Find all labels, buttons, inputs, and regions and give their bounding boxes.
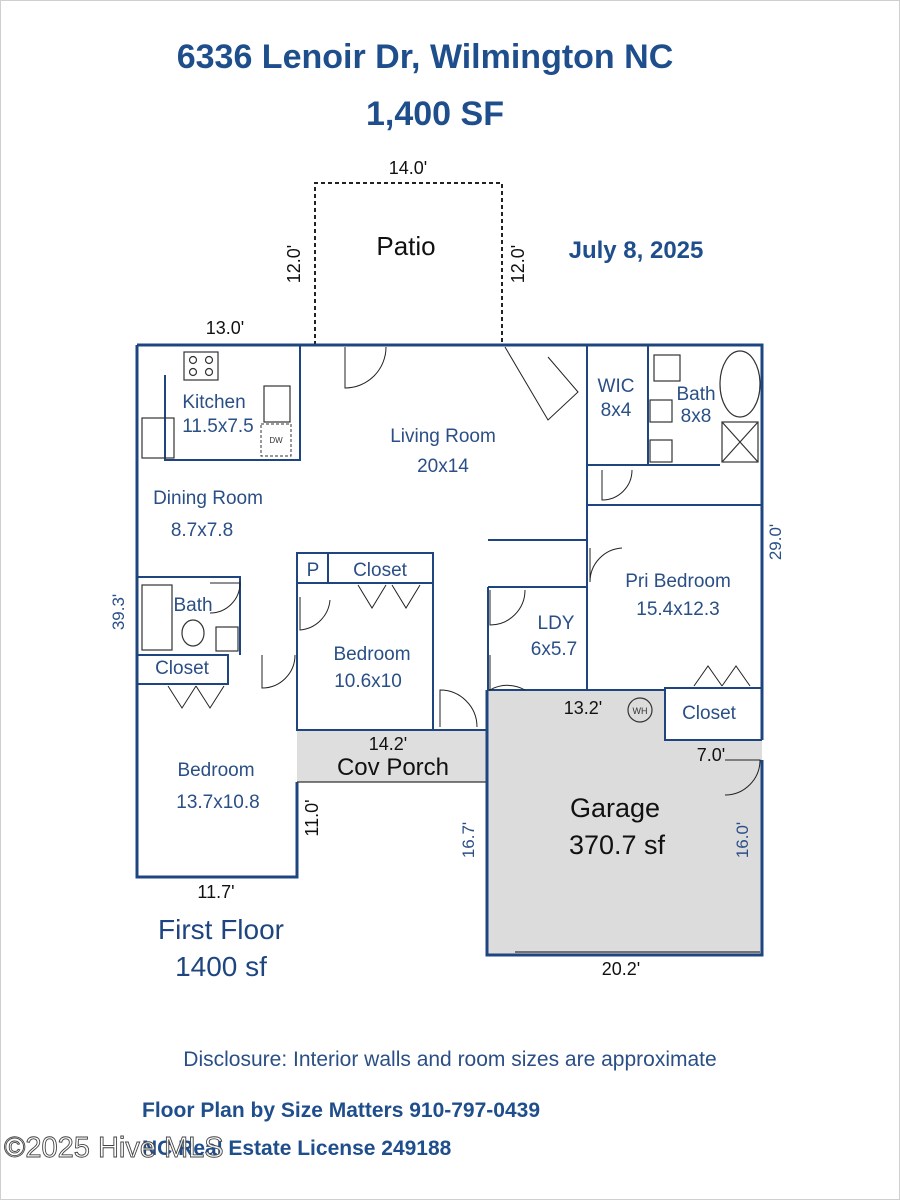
patio-outline: [314, 182, 503, 345]
pantry-label: P: [307, 560, 320, 581]
plan-address: 6336 Lenoir Dr, Wilmington NC: [177, 38, 674, 76]
sink-icon: [263, 385, 291, 423]
corner-fireplace: [504, 346, 579, 421]
pri-closet-wall: [664, 687, 762, 690]
burner-icon: [188, 355, 198, 365]
ldy-door: [489, 589, 526, 626]
dim-patio-width: 14.0': [389, 158, 427, 178]
porch-door: [439, 689, 478, 728]
disclosure-text: Disclosure: Interior walls and room size…: [183, 1048, 716, 1071]
water-heater-icon: [627, 697, 653, 723]
dining-room-label: Dining Room: [153, 488, 263, 509]
watermark-text: ©2025 Hive MLS: [4, 1132, 224, 1164]
plan-date: July 8, 2025: [569, 237, 704, 264]
garage-notch-wall: [487, 689, 762, 741]
closet-bifold-2: [167, 685, 225, 709]
pri-closet-bifold: [693, 665, 751, 687]
dim-garage-top: 13.2': [564, 698, 602, 718]
dim-garage-right: 16.0': [733, 822, 752, 858]
bedroom-closet-label: Closet: [155, 658, 210, 679]
bedroom-door: [299, 597, 331, 631]
bedroom-front-label: Bedroom: [177, 760, 254, 781]
water-heater-label: WH: [633, 706, 648, 716]
kitchen-label: Kitchen: [182, 392, 245, 413]
burner-icon: [188, 367, 198, 377]
vanity-icon: [215, 626, 239, 652]
garage-wall: [485, 690, 764, 957]
garage-door-ldy: [489, 655, 526, 691]
pri-bedroom-label: Pri Bedroom: [625, 571, 731, 592]
dim-top-left: 13.0': [206, 318, 244, 338]
wic-door: [601, 469, 633, 501]
dim-patio-right: 12.0': [508, 245, 528, 283]
wic-size: 8x4: [601, 400, 632, 421]
hall-bath-label: Bath: [173, 595, 212, 616]
toilet-icon: [653, 354, 681, 382]
bath-closet-walls: [137, 576, 241, 685]
exterior-wall-top-right: [137, 343, 764, 740]
toilet-icon: [181, 619, 205, 647]
pri-door: [589, 547, 623, 583]
garage-size: 370.7 sf: [569, 830, 666, 860]
pri-bedroom-size: 15.4x12.3: [636, 599, 719, 620]
bath-door-2: [209, 582, 241, 614]
dim-porch-width: 14.2': [369, 734, 407, 754]
laundry-label: LDY: [538, 613, 575, 634]
laundry-size: 6x5.7: [531, 639, 577, 660]
primary-bath-label: Bath: [676, 384, 715, 405]
garage-side-door: [724, 759, 761, 796]
dim-bottom-left: 11.7': [197, 882, 234, 902]
dim-garage-bottom: 20.2': [602, 959, 640, 979]
license-text: NC Real Estate License 249188: [142, 1137, 452, 1160]
burner-icon: [204, 355, 214, 365]
soaking-tub-icon: [719, 350, 761, 418]
dim-left-side: 39.3': [109, 594, 128, 630]
dishwasher-label: DW: [269, 436, 283, 445]
patio-label: Patio: [376, 231, 435, 261]
shower-drain-icon: [721, 421, 759, 463]
sink-icon: [649, 399, 673, 423]
living-room-size: 20x14: [417, 456, 469, 477]
floor-label: First Floor: [158, 914, 284, 945]
burner-icon: [204, 367, 214, 377]
dim-right-side: 29.0': [766, 524, 785, 560]
floor-area: 1400 sf: [175, 951, 267, 982]
exterior-wall-left: [135, 345, 299, 879]
tub-icon: [141, 584, 173, 651]
dishwasher-icon: [260, 423, 292, 457]
plan-area: 1,400 SF: [366, 95, 504, 133]
closet-bifold: [357, 584, 421, 609]
dim-patio-left: 12.0': [284, 245, 304, 283]
bedroom-front-size: 13.7x10.8: [176, 792, 259, 813]
dim-garage-left: 16.7': [459, 822, 478, 858]
sink-icon: [649, 439, 673, 463]
wic-bath-walls: [587, 345, 720, 466]
dining-room-size: 8.7x7.8: [171, 520, 233, 541]
garage-label: Garage: [570, 793, 660, 823]
range-icon: [183, 351, 219, 381]
cov-porch-label: Cov Porch: [337, 754, 449, 781]
hall-closet-label: Closet: [353, 560, 408, 581]
living-room-label: Living Room: [390, 426, 496, 447]
primary-bath-size: 8x8: [681, 406, 712, 427]
dim-garage-notch: 7.0': [697, 745, 725, 765]
laundry-walls: [488, 539, 588, 690]
kitchen-size: 11.5x7.5: [182, 416, 253, 437]
porch-floor: [297, 730, 487, 782]
bedroom-mid-size: 10.6x10: [334, 671, 402, 692]
garage-floor: [488, 690, 762, 955]
wic-label: WIC: [598, 376, 635, 397]
dim-porch-depth: 11.0': [302, 799, 322, 836]
shower-icon: [721, 421, 759, 463]
credit-text: Floor Plan by Size Matters 910-797-0439: [142, 1099, 540, 1122]
patio-door: [344, 346, 387, 389]
fridge-icon: [141, 417, 175, 459]
bedroom-mid-label: Bedroom: [333, 644, 410, 665]
pri-closet-label: Closet: [682, 703, 737, 724]
bath-door: [261, 654, 296, 689]
